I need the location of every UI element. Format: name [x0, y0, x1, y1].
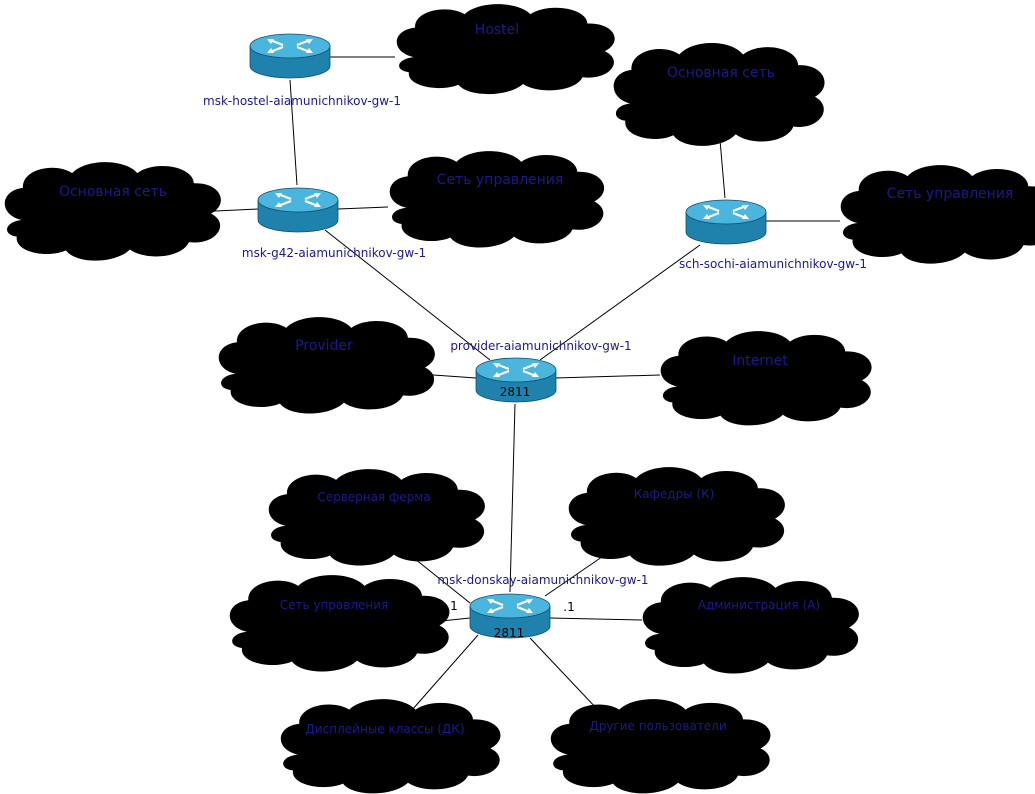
link-g42-provider: [324, 229, 491, 361]
link-g42-mgmt: [337, 206, 389, 210]
cloud-other-users-subnet: 10.128.6.0/24: [606, 746, 690, 760]
port-label-right: .1: [563, 600, 574, 614]
router-sch-sochi-name: sch-sochi-aiamunichnikov-gw-1: [679, 257, 867, 271]
link-donskay-other: [529, 637, 599, 711]
cloud-sochi-main-name: Основная сеть: [667, 65, 775, 81]
router-sch-sochi: [684, 198, 768, 246]
port-label-left: .1: [446, 599, 457, 613]
router-msk-g42: [256, 186, 340, 234]
router-icon: [684, 198, 768, 246]
router-msk-g42-name: msk-g42-aiamunichnikov-gw-1: [242, 246, 426, 260]
link-provider-internet: [554, 374, 661, 379]
cloud-server-farm-subnet: 10.128.0.0/24: [328, 515, 412, 529]
link-hostel-g42: [289, 79, 298, 186]
cloud-server-farm-name: Серверная ферма: [317, 490, 430, 504]
link-sochi-provider: [539, 244, 701, 361]
cloud-msk-g42-mgmt-name: Сеть управления: [437, 172, 564, 188]
cloud-departments: [568, 467, 785, 566]
router-msk-hostel-name: msk-hostel-aiamunichnikov-gw-1: [203, 94, 401, 108]
router-provider-model: 2811: [500, 385, 531, 399]
cloud-display-classes-subnet: 10.128.3.0/24: [343, 751, 427, 765]
cloud-donskay-mgmt-subnet: 10.128.1.0/24: [287, 622, 371, 636]
cloud-msk-g42-main-name: Основная сеть: [59, 184, 167, 200]
cloud-provider-subnet: 195.51.100.0/28: [270, 363, 369, 377]
router-msk-donskay-model: 2811: [494, 626, 525, 640]
link-donskay-server-farm: [409, 554, 471, 604]
cloud-administration-subnet: 10.128.5.0/24: [704, 627, 788, 641]
link-provider-donskay: [509, 403, 516, 593]
router-provider-name: provider-aiamunichnikov-gw-1: [450, 339, 631, 353]
cloud-other-users-name: Другие пользователи: [589, 719, 726, 733]
link-donskay-administration: [549, 617, 643, 621]
cloud-sochi-mgmt-subnet: 10.130.1.0/24: [902, 214, 986, 228]
cloud-departments-subnet: 10.128.4.0/24: [626, 519, 710, 533]
link-sochi-main: [719, 139, 726, 199]
cloud-internet-subnet: 192.0.2.0/24: [728, 375, 805, 389]
cloud-administration: [642, 577, 859, 674]
link-donskay-display: [411, 634, 479, 711]
cloud-provider-name: Provider: [295, 338, 353, 354]
router-msk-donskay-name: msk-donskay-aiamunichnikov-gw-1: [437, 573, 648, 587]
cloud-sochi-mgmt-name: Сеть управления: [887, 186, 1014, 202]
cloud-msk-g42-mgmt-subnet: 10.129.1.0/24: [451, 198, 535, 212]
cloud-hostel-name: Hostel: [475, 22, 519, 38]
cloud-donskay-mgmt-name: Сеть управления: [280, 598, 389, 612]
cloud-display-classes-name: Дисплейные классы (ДК): [306, 722, 465, 736]
router-icon: [256, 186, 340, 234]
cloud-administration-name: Администрация (А): [698, 598, 820, 612]
cloud-departments-name: Кафедры (К): [634, 487, 715, 501]
cloud-msk-g42-main-subnet: 10.129.0.0/24: [64, 210, 148, 224]
router-msk-hostel: [248, 32, 332, 80]
cloud-sochi-main-subnet: 10.130.0.0/24: [667, 91, 751, 105]
cloud-hostel-subnet: 10.129.128.0/24: [453, 49, 552, 63]
cloud-display-classes: [280, 699, 501, 794]
router-icon: [248, 32, 332, 80]
cloud-internet-name: Internet: [732, 353, 788, 369]
